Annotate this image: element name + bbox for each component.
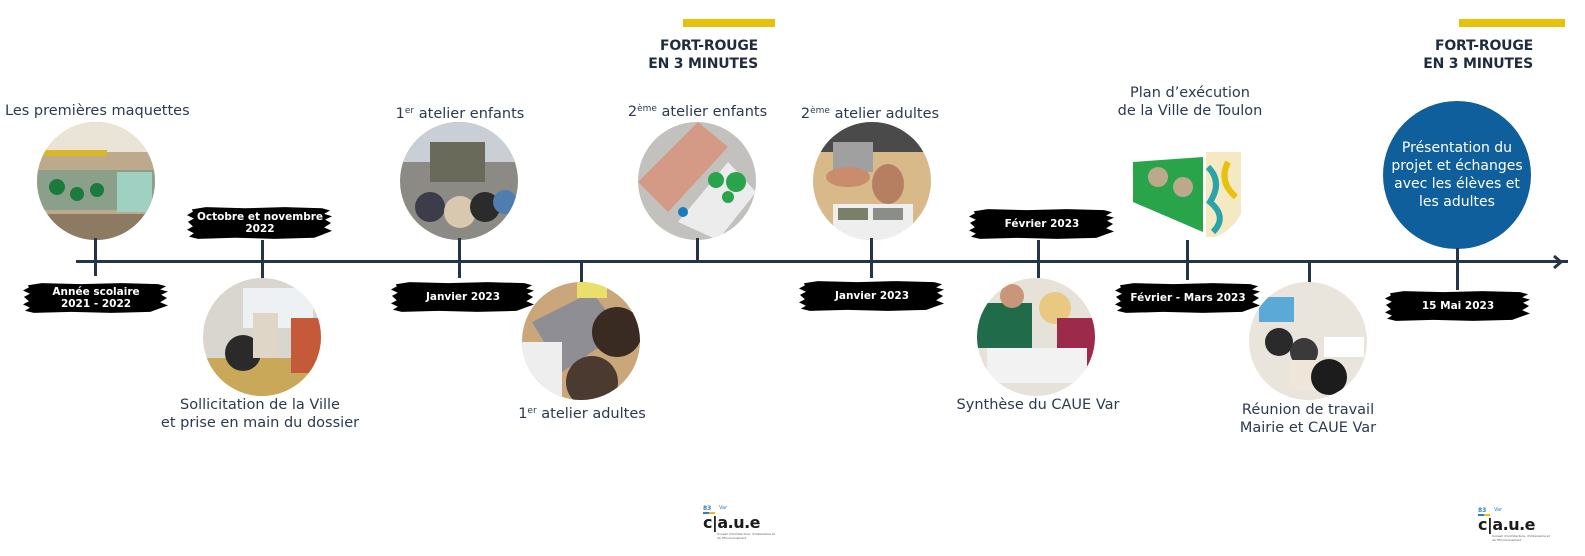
event-caption: 2ème atelier adultes: [800, 106, 940, 122]
photo-synthesis-meeting: [977, 278, 1095, 396]
header-title-line2: EN 3 MINUTES: [1423, 56, 1533, 72]
date-label-blue: Janvier 2023: [798, 280, 946, 312]
event-caption: Plan d’exécution de la Ville de Toulon: [1117, 85, 1263, 119]
photo-aerial-plan: [638, 122, 756, 240]
timeline-tick: [870, 238, 873, 278]
arrow-head-icon: [1553, 254, 1564, 270]
header-title: FORT-ROUGE EN 3 MINUTES: [640, 37, 758, 73]
header-title-line1: FORT-ROUGE: [659, 38, 758, 54]
event-caption: Synthèse du CAUE Var: [956, 397, 1120, 413]
event-caption: 1er atelier adultes: [518, 406, 646, 422]
header-accent-bar: [1459, 19, 1565, 27]
photo-work-meeting: [1249, 282, 1367, 400]
timeline-tick: [1456, 248, 1459, 290]
event-caption: 2ème atelier enfants: [627, 104, 768, 120]
timeline-slide-1: FORT-ROUGE EN 3 MINUTES Les premières ma…: [0, 0, 790, 556]
timeline-slide-2: FORT-ROUGE EN 3 MINUTES 2ème atelier adu…: [780, 0, 1570, 556]
timeline-tick: [1308, 260, 1311, 284]
caue-logo: 83 Var c|a.u.e Conseil d'Architecture, d…: [1478, 507, 1550, 542]
timeline-axis: [76, 260, 790, 263]
timeline-tick: [94, 238, 97, 276]
timeline-tick: [261, 240, 264, 280]
date-label-yellow: 15 Mai 2023: [1384, 290, 1532, 322]
event-caption: Réunion de travail Mairie et CAUE Var: [1239, 402, 1377, 436]
timeline-tick: [696, 238, 699, 262]
timeline-tick: [580, 260, 583, 282]
event-caption: 1er atelier enfants: [395, 106, 525, 122]
header-title-line2: EN 3 MINUTES: [648, 56, 758, 72]
timeline-tick: [458, 238, 461, 278]
header-title-line1: FORT-ROUGE: [1434, 38, 1533, 54]
event-caption: Sollicitation de la Ville et prise en ma…: [160, 397, 360, 431]
photo-hands-photos: [813, 122, 931, 240]
timeline-tick: [1186, 240, 1189, 280]
date-label-yellow: Février 2023: [968, 208, 1116, 240]
presentation-circle: Présentation du projet et échanges avec …: [1383, 101, 1531, 249]
header-title: FORT-ROUGE EN 3 MINUTES: [1415, 37, 1533, 73]
timeline-tick: [1037, 240, 1040, 278]
date-label-blue: Février - Mars 2023: [1114, 282, 1262, 314]
event-caption: Les premières maquettes: [5, 103, 190, 119]
photo-execution-plan: [1128, 122, 1246, 240]
photo-meeting-classroom: [203, 278, 321, 396]
header-accent-bar: [683, 19, 775, 27]
photo-models: [37, 122, 155, 240]
date-label-blue: Janvier 2023: [390, 281, 536, 313]
caue-logo: 83 Var c|a.u.e Conseil d'Architecture, d…: [703, 505, 775, 540]
photo-adults-map: [522, 282, 640, 400]
photo-children-workshop: [400, 122, 518, 240]
timeline-axis: [780, 260, 1568, 263]
